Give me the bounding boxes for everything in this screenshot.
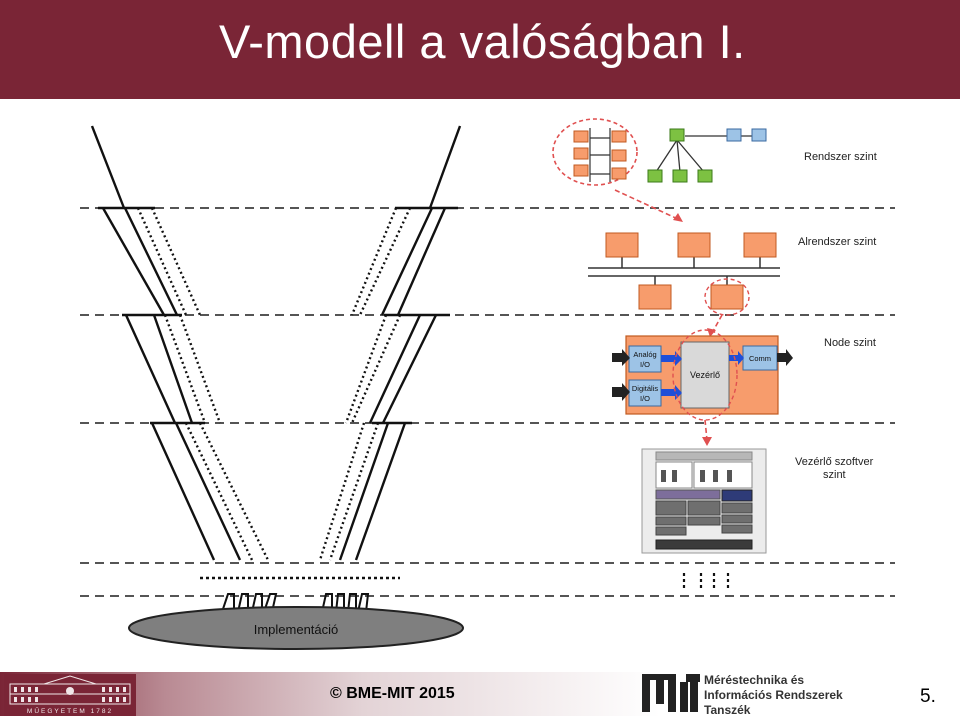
department-name: Méréstechnika és Információs Rendszerek …: [704, 673, 843, 717]
svg-text:I/O: I/O: [640, 394, 650, 403]
page-title: V-modell a valóságban I.: [219, 15, 746, 68]
rendszer-blue-nodes: [726, 128, 767, 142]
v-model-diagram: Implementáció Rendszer szint: [80, 118, 895, 650]
right-dotted-connectors: [682, 573, 730, 588]
comm-block: [742, 345, 778, 371]
level-dividers: [80, 207, 895, 597]
rendszer-small-boxes: [573, 130, 627, 180]
rendszer-highlight: [552, 118, 638, 186]
node-level-label: Node szint: [824, 337, 876, 349]
alrendszer-level-label: Alrendszer szint: [798, 236, 876, 248]
university-logo-icon: MŰEGYETEM 1782: [4, 674, 136, 716]
svg-text:Digitális: Digitális: [632, 384, 659, 393]
implementation-label: Implementáció: [254, 622, 339, 637]
svg-text:Comm: Comm: [749, 354, 771, 363]
page-number: 5.: [920, 686, 936, 707]
v-left-branch: [90, 125, 242, 561]
node-arrows: [612, 349, 793, 401]
controller-block: [680, 341, 730, 409]
svg-text:Analóg: Analóg: [633, 350, 656, 359]
alrendszer-highlight: [704, 278, 750, 316]
rendszer-tree-small: [589, 128, 611, 182]
v-right-branch: [338, 125, 462, 561]
rendszer-level-label: Rendszer szint: [804, 151, 877, 163]
svg-text:Vezérlő: Vezérlő: [690, 370, 720, 380]
rendszer-green-leaves: [647, 169, 713, 183]
software-level-label-1: Vezérlő szoftver: [795, 456, 874, 468]
rendszer-arrow: [614, 189, 681, 221]
implementation-ellipse: [128, 606, 464, 650]
node-arrow: [704, 419, 708, 441]
v-left-dotted: [136, 207, 270, 561]
title-bar: V-modell a valóságban I.: [0, 0, 960, 99]
svg-text:MŰEGYETEM 1782: MŰEGYETEM 1782: [27, 706, 113, 715]
software-architecture: [641, 448, 767, 554]
footer: MŰEGYETEM 1782 © BME-MIT 2015 Méréstechn…: [0, 670, 960, 717]
v-right-dotted: [318, 207, 412, 561]
alrendszer-boxes: [605, 232, 777, 310]
rendszer-root-node: [669, 128, 685, 142]
software-level-label-2: szint: [823, 469, 846, 481]
mit-logo-icon: [642, 674, 700, 712]
svg-text:I/O: I/O: [640, 360, 650, 369]
implementation-legs: [221, 593, 370, 613]
copyright-text: © BME-MIT 2015: [330, 685, 455, 702]
digital-io-block: [628, 379, 662, 407]
node-highlight: [672, 329, 738, 421]
alrendszer-bus: [588, 256, 780, 286]
